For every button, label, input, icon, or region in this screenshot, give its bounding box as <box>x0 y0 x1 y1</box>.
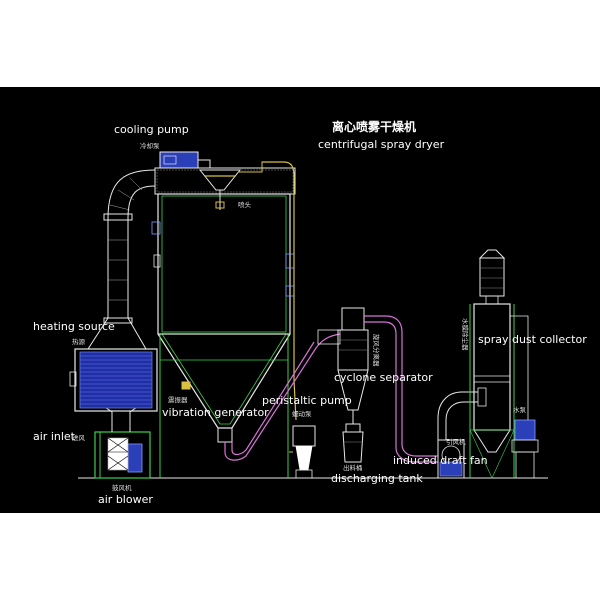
exhaust-duct-to-cyclone <box>224 333 341 461</box>
cooling-pump-label: cooling pump <box>114 123 189 136</box>
title-chinese: 离心喷雾干燥机 <box>332 119 416 134</box>
feed-pipe <box>262 161 297 421</box>
air-inlet-label: air inlet <box>33 430 76 443</box>
induced-draft-fan-label: induced draft fan <box>393 454 488 467</box>
vibration-generator-label: vibration generator <box>162 406 269 419</box>
water-pump <box>511 419 539 479</box>
heating-source-label-cn: 热源 <box>72 337 86 346</box>
induced-draft-fan <box>437 439 465 479</box>
spray-dust-collector-label: spray dust collector <box>478 333 587 346</box>
air-inlet-box <box>107 437 129 471</box>
peristaltic-pump-label: peristaltic pump <box>262 394 352 407</box>
discharging-tank-label: discharging tank <box>331 472 423 485</box>
duct-cyclone-to-fan <box>364 315 438 463</box>
cooling-pump-label-cn: 冷却泵 <box>140 141 160 150</box>
air-blower-label-cn: 鼓风机 <box>112 483 132 492</box>
spray-dust-collector-label-cn: 水膜除尘器 <box>461 318 470 351</box>
title-english: centrifugal spray dryer <box>318 138 445 151</box>
vibration-generator-label-cn: 震振器 <box>168 395 188 404</box>
peristaltic-pump <box>289 425 316 479</box>
cooling-pump <box>159 151 211 169</box>
discharging-tank-label-cn: 出料桶 <box>343 463 363 472</box>
hot-air-duct <box>87 169 156 350</box>
blower-motor <box>127 443 143 473</box>
vibration-generator-icon <box>181 381 191 390</box>
heating-source-label: heating source <box>33 320 115 333</box>
nozzle-label-cn: 喷头 <box>238 200 252 209</box>
air-blower-label: air blower <box>98 493 153 506</box>
drying-chamber <box>151 167 296 478</box>
induced-draft-fan-label-cn: 引风机 <box>446 437 466 446</box>
air-inlet-label-cn: 进风 <box>72 434 86 442</box>
air-blower-unit <box>94 431 151 479</box>
cyclone-separator <box>337 307 369 424</box>
duct-fan-to-collector <box>437 391 478 440</box>
spray-dust-collector <box>469 249 529 479</box>
discharging-tank <box>342 423 364 463</box>
heating-source-box <box>69 348 158 412</box>
cyclone-separator-label: cyclone separator <box>334 371 433 384</box>
cyclone-separator-label-cn: 旋风分离器 <box>372 334 381 367</box>
water-pump-label-cn: 水泵 <box>513 405 527 414</box>
peristaltic-pump-label-cn: 蠕动泵 <box>292 409 312 418</box>
nozzle-icon <box>215 201 225 209</box>
